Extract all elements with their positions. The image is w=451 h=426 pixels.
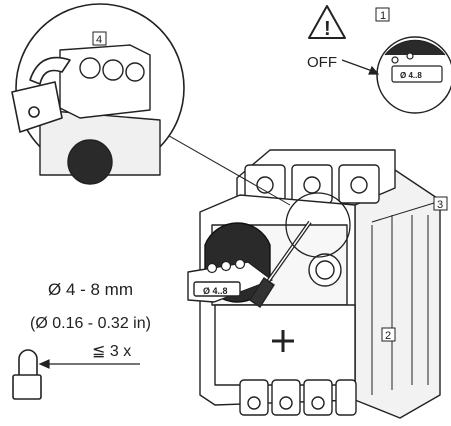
warning-triangle-icon	[308, 5, 346, 39]
off-label: OFF	[307, 54, 337, 71]
shackle-diameter-in: (Ø 0.16 - 0.32 in)	[30, 315, 151, 332]
padlock-icon	[12, 349, 42, 400]
warning-symbol: !	[324, 18, 331, 40]
detail-view-step-4	[11, 3, 185, 185]
detail-view-step-1: Ø 4..8	[376, 36, 451, 114]
screwdriver-icon	[249, 220, 312, 308]
callout-4: 4	[96, 34, 102, 46]
callout-3: 3	[437, 199, 443, 211]
padlock-in-detail-icon	[11, 56, 71, 133]
callout-box-4	[92, 31, 107, 46]
callout-2: 2	[385, 330, 391, 342]
padlock-hasp-holes	[206, 258, 246, 274]
handle-label: Ø 4..8	[203, 286, 228, 296]
detail-label: Ø 4..8	[400, 71, 422, 80]
off-arrow	[341, 59, 380, 75]
callout-1: 1	[380, 10, 386, 22]
detail-leader-line	[149, 124, 291, 206]
shackle-diameter-mm: Ø 4 - 8 mm	[48, 280, 133, 299]
callout-box-1	[375, 7, 390, 22]
callout-box-2	[381, 327, 396, 342]
shackle-arrow	[38, 359, 140, 369]
detail-focus-circle	[285, 192, 351, 258]
max-padlocks-count: ≦ 3 x	[92, 343, 131, 360]
